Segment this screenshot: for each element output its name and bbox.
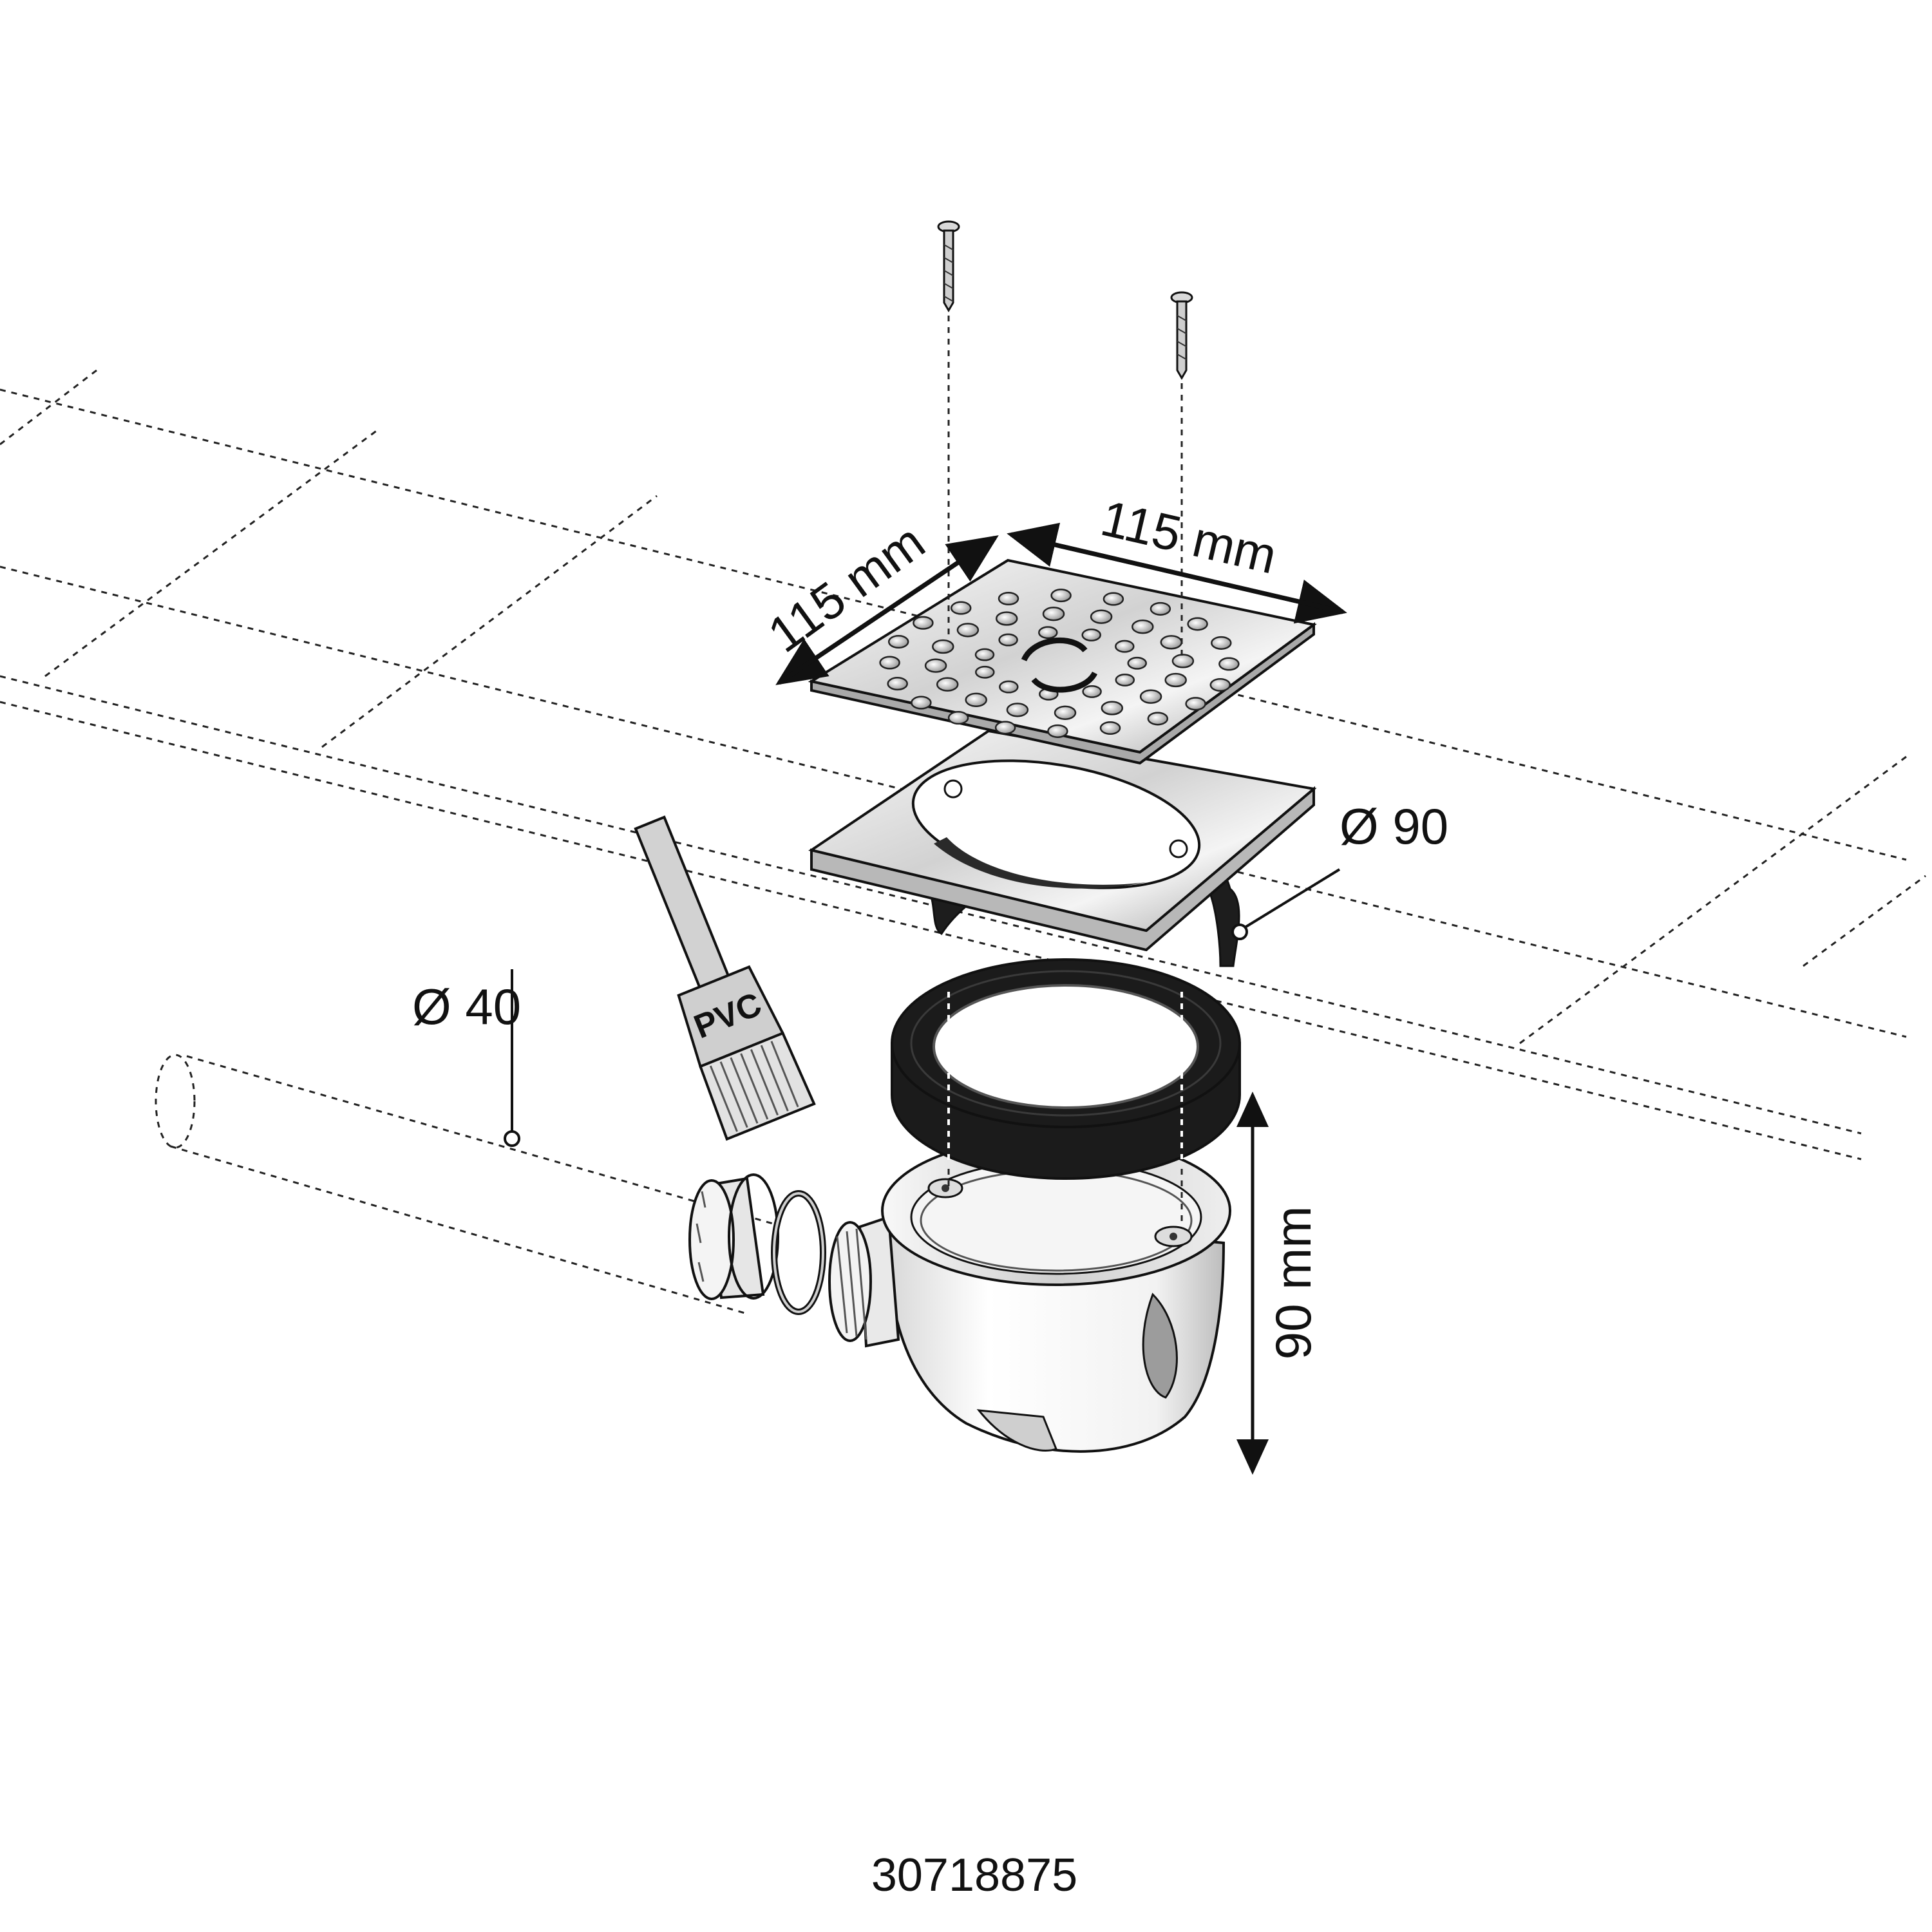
dimension-grate-width [1007,522,1347,624]
grate-hole [947,711,969,725]
floor-tile-grid [0,369,1926,1160]
grate-hole [975,665,995,679]
grate-hole [998,633,1018,647]
product-code: 30718875 [871,1850,1077,1901]
grate-hole [1050,589,1072,603]
grate-hole [1081,629,1101,641]
trap-body-icon [828,1135,1231,1453]
grate-hole [1160,635,1183,650]
grate-hole [1164,672,1187,688]
grate-hole [1127,656,1147,670]
grate-hole [998,591,1019,606]
grate-hole [913,616,934,630]
frame-icon [808,729,1317,967]
grate-hole [936,677,959,692]
grate-hole [1209,677,1231,692]
grate-holes [879,589,1240,738]
grate-icon [808,558,1317,765]
grate-hole [932,639,954,654]
screw-icon [937,220,960,312]
seal-ring-icon [771,1190,826,1315]
gasket-icon [891,958,1241,1180]
grate-hole [995,611,1018,626]
grate-hole [1006,703,1029,717]
grate-hole [1115,639,1135,653]
grate-hole [1171,654,1195,668]
grate-width-label: 115 mm [1096,489,1282,585]
trap-height-label: 90 mm [1265,1206,1321,1359]
grate-hole [887,677,908,691]
grate-hole [1042,607,1065,621]
grate-hole [879,656,900,670]
grate-hole [1101,701,1124,715]
grate-hole [956,623,980,638]
grate-hole [911,696,932,710]
grate-hole [1139,689,1162,704]
grate-hole [1185,697,1206,711]
grate-hole [965,692,987,707]
nut-icon [688,1173,779,1300]
grate-hole [1103,592,1124,606]
grate-hole [1218,657,1240,671]
grate-hole [1211,636,1232,650]
grate-hole [1115,673,1135,687]
pipe-diameter-marker [504,1130,520,1147]
dimension-outlet-diameter [1231,868,1341,940]
grate-hole [950,601,972,615]
grate-hole [1090,609,1113,624]
grate-hole [1187,617,1208,631]
grate-hole [1132,620,1154,634]
screw-icon [1170,291,1193,380]
screw-axis-guides [947,316,1183,1227]
grate-hole [1150,601,1171,616]
grate-hole [1099,721,1121,735]
grate-hole [999,680,1019,694]
drain-pipe [155,969,773,1315]
grate-hole [1047,724,1068,738]
grate-hole [1082,685,1102,698]
grate-hole [1054,705,1077,720]
grate-hole [994,721,1016,735]
grate-hole [974,648,995,661]
pipe-diameter-label: Ø 40 [412,978,521,1035]
grate-hole [1038,626,1058,639]
grate-hole [924,658,947,673]
pvc-brush-icon: PVC [634,815,816,1141]
grate-hole [1147,712,1169,726]
dimension-grate-depth [775,535,999,685]
outlet-diameter-label: Ø 90 [1340,798,1448,855]
grate-hole [887,634,909,649]
